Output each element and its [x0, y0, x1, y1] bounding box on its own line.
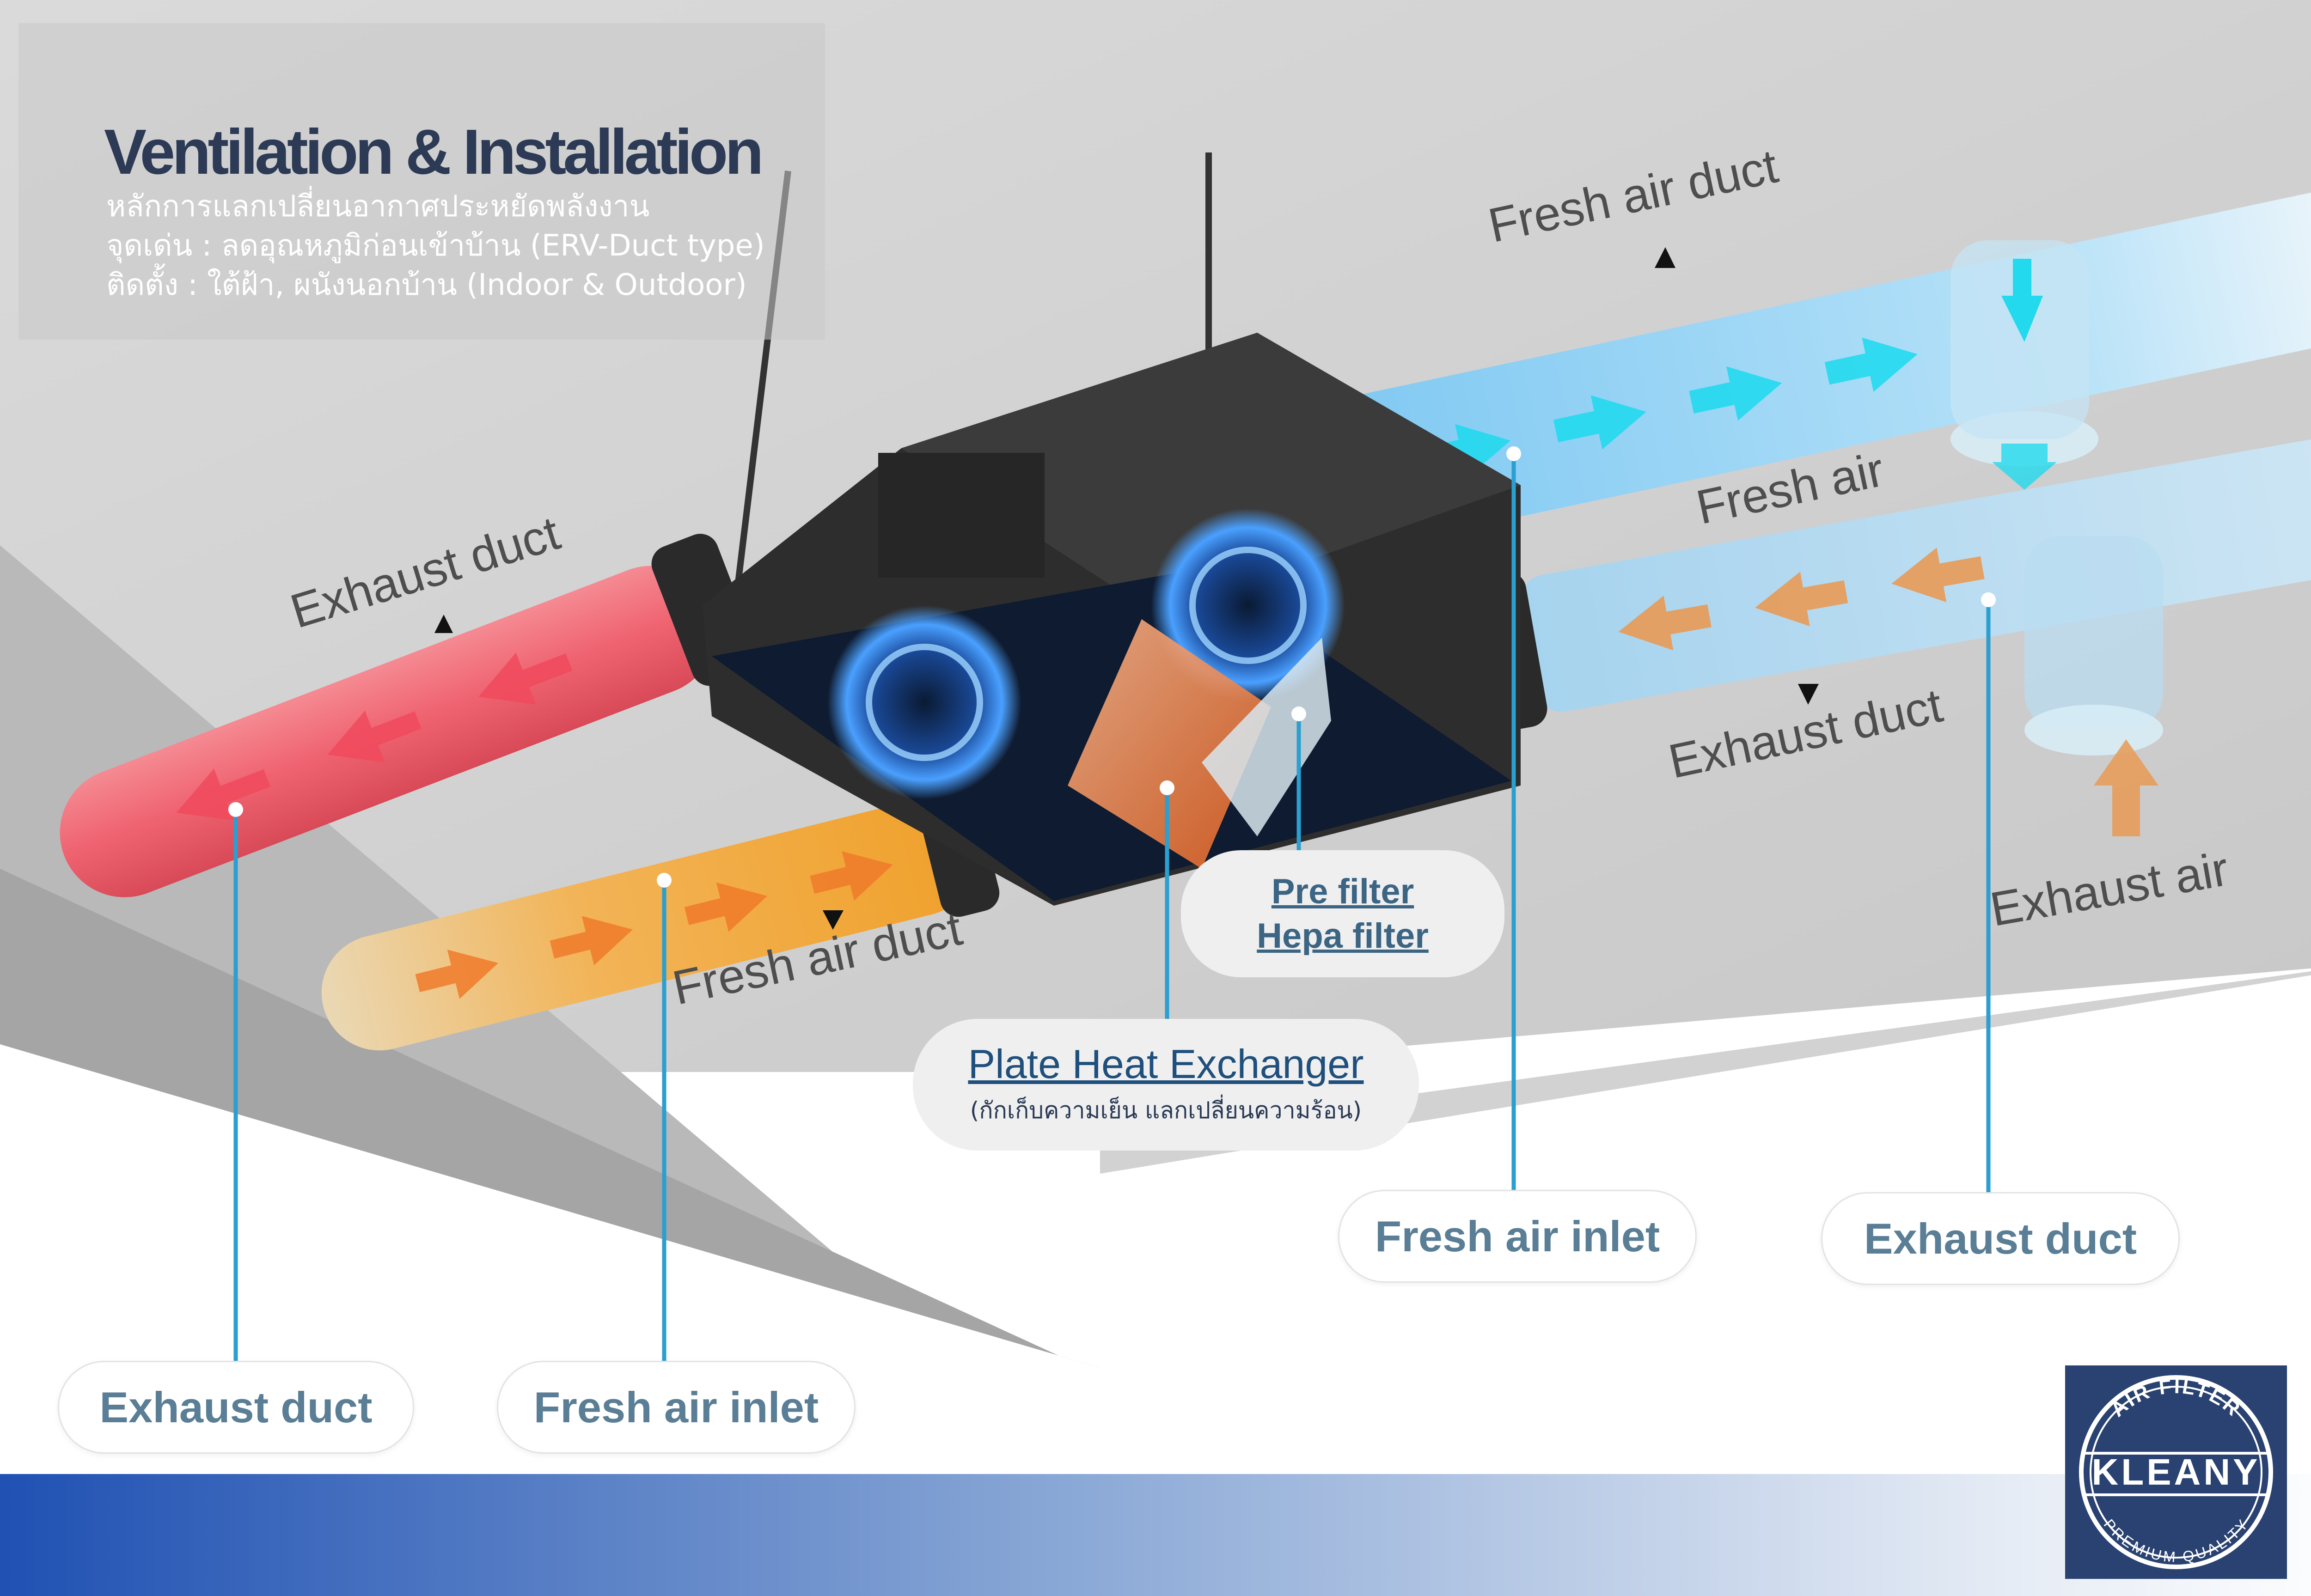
kleany-logo: AIR FILTER KLEANY PREMIUM QUALITY — [2065, 1365, 2287, 1579]
hepa-filter-link[interactable]: Hepa filter — [1257, 916, 1429, 956]
plate-heat-exchanger-link[interactable]: Plate Heat Exchanger — [968, 1041, 1364, 1087]
callout-exhaust-duct-left: Exhaust duct — [58, 1361, 414, 1454]
callout-fresh-air-inlet-left: Fresh air inlet — [497, 1361, 856, 1454]
logo-brand: KLEANY — [2092, 1451, 2261, 1492]
pre-filter-link[interactable]: Pre filter — [1271, 871, 1414, 911]
svg-text:AIR FILTER: AIR FILTER — [2106, 1375, 2245, 1421]
subtitle-line-3: ติดตั้ง : ใต้ฝ้า, ผนังนอกบ้าน (Indoor & … — [106, 268, 747, 302]
title-panel: Ventilation & Installation หลักการแลกเปล… — [18, 23, 825, 340]
plate-heat-exchanger-subtitle: (กักเก็บความเย็น แลกเปลี่ยนความร้อน) — [970, 1097, 1362, 1124]
logo-arc-top: AIR FILTER — [2106, 1375, 2244, 1421]
callout-fresh-air-inlet-right: Fresh air inlet — [1338, 1190, 1697, 1283]
logo-emblem: AIR FILTER KLEANY PREMIUM QUALITY — [2079, 1375, 2273, 1569]
callout-plate-heat-exchanger: Plate Heat Exchanger (กักเก็บความเย็น แล… — [913, 1019, 1419, 1151]
subtitle-line-1: หลักการแลกเปลี่ยนอากาศประหยัดพลังงาน — [106, 189, 650, 224]
subtitle-line-2: จุดเด่น : ลดอุณหภูมิก่อนเข้าบ้าน (ERV-Du… — [106, 229, 765, 263]
callout-exhaust-duct-right: Exhaust duct — [1821, 1192, 2180, 1285]
svg-text:PREMIUM QUALITY: PREMIUM QUALITY — [2101, 1516, 2252, 1566]
callout-filters: Pre filter Hepa filter — [1181, 850, 1504, 977]
logo-arc-bottom: PREMIUM QUALITY — [2101, 1516, 2251, 1566]
page-title: Ventilation & Installation — [104, 116, 764, 188]
